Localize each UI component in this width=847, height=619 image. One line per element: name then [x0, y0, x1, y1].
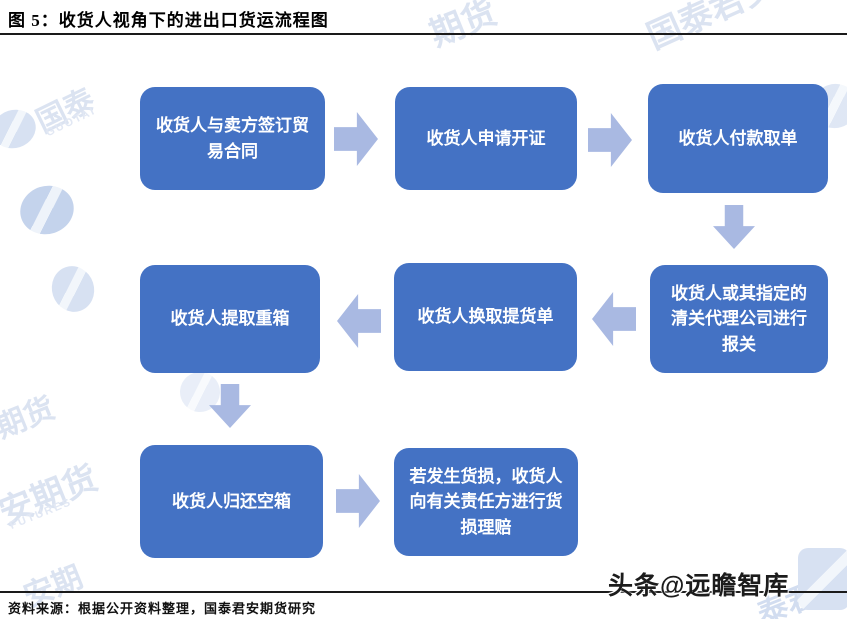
watermark-text: 安期货: [0, 459, 103, 533]
arrow-left-icon: [337, 294, 381, 348]
flow-node-customs-clearance: 收货人或其指定的清关代理公司进行报关: [650, 265, 828, 373]
source-note: 资料来源：根据公开资料整理，国泰君安期货研究: [8, 601, 317, 616]
toutiao-attribution-watermark: 头条@远瞻智库: [608, 572, 790, 600]
flow-node-pickup-full-container: 收货人提取重箱: [140, 265, 320, 373]
arrow-right-icon: [588, 113, 632, 167]
watermark-text: 期货: [0, 391, 60, 445]
guotai-junan-logo-watermark-icon: [13, 178, 81, 242]
yuanzhan-logo-watermark-icon: [798, 548, 847, 610]
watermark-text: 国泰君安: [641, 0, 782, 57]
watermark-text: 国泰: [31, 83, 100, 140]
flow-node-return-empty-container: 收货人归还空箱: [140, 445, 323, 558]
figure-title: 图 5：收货人视角下的进出口货运流程图: [8, 11, 329, 30]
guotai-junan-logo-watermark-icon: [0, 104, 41, 154]
watermark-text: 期货: [424, 0, 502, 55]
flow-node-sign-contract: 收货人与卖方签订贸易合同: [140, 87, 325, 190]
arrow-right-icon: [336, 474, 380, 528]
watermark-text: FUTURES: [8, 496, 74, 532]
arrow-right-icon: [334, 112, 378, 166]
flow-node-cargo-damage-claim: 若发生货损，收货人向有关责任方进行货损理赔: [394, 448, 578, 556]
flow-node-exchange-delivery-order: 收货人换取提货单: [394, 263, 577, 371]
title-divider: [0, 33, 847, 35]
arrow-down-icon: [713, 205, 755, 249]
footer-divider: [0, 591, 847, 593]
flow-node-apply-lc: 收货人申请开证: [395, 87, 577, 190]
arrow-down-icon: [209, 384, 251, 428]
watermark-text: GUOTAI: [44, 104, 98, 140]
arrow-left-icon: [592, 292, 636, 346]
flow-node-pay-get-docs: 收货人付款取单: [648, 84, 828, 193]
guotai-junan-logo-watermark-icon: [45, 260, 101, 318]
